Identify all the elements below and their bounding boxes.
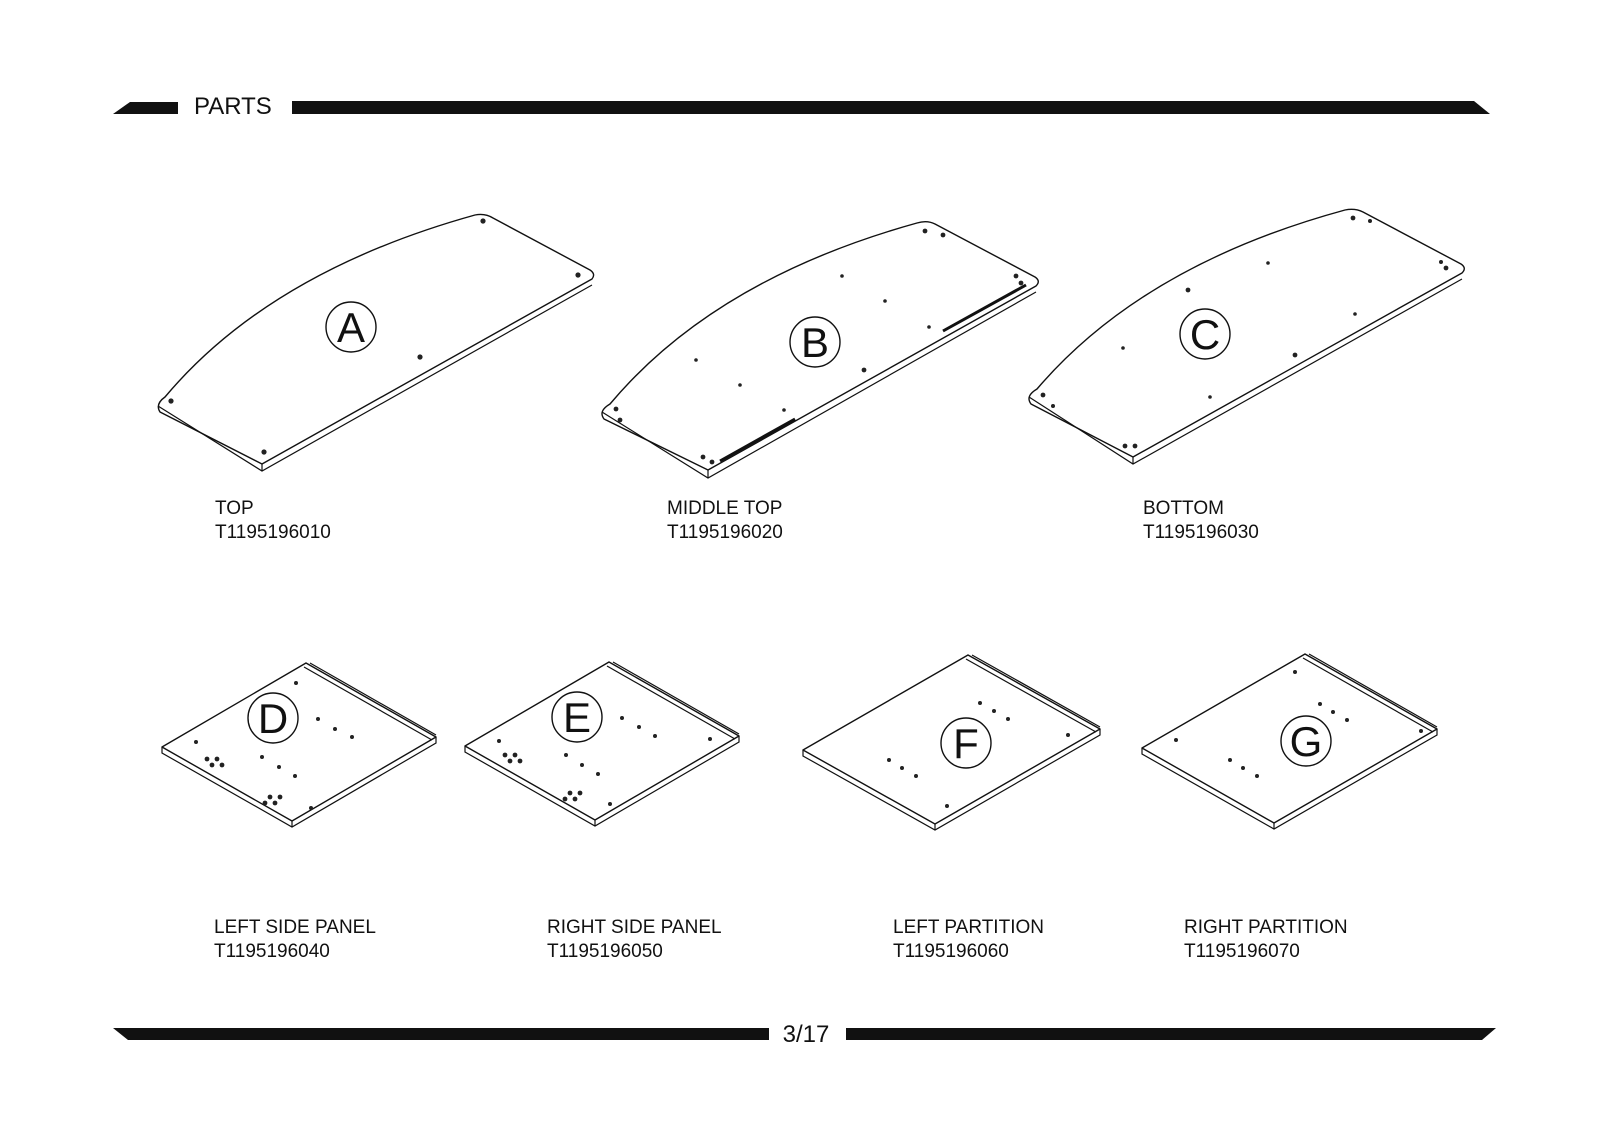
part-d-drawing: D — [161, 662, 437, 828]
part-f-code: T1195196060 — [893, 941, 1009, 962]
part-g-code: T1195196070 — [1184, 941, 1300, 962]
part-e-label: RIGHT SIDE PANEL T1195196050 — [547, 916, 722, 964]
part-a-code: T1195196010 — [215, 522, 331, 543]
page-number: 3/17 — [782, 1021, 830, 1048]
part-a-drawing: A — [157, 213, 595, 472]
part-f-label: LEFT PARTITION T1195196060 — [893, 916, 1044, 964]
part-g-name: RIGHT PARTITION — [1184, 917, 1348, 938]
part-b-code: T1195196020 — [667, 522, 783, 543]
part-d-name: LEFT SIDE PANEL — [214, 917, 376, 938]
part-b-name: MIDDLE TOP — [667, 498, 783, 519]
part-a-badge: A — [337, 304, 365, 351]
part-c-name: BOTTOM — [1143, 498, 1224, 519]
part-e-drawing: E — [464, 661, 740, 827]
part-e-name: RIGHT SIDE PANEL — [547, 917, 722, 938]
part-b-badge: B — [801, 319, 829, 366]
part-b-label: MIDDLE TOP T1195196020 — [667, 497, 783, 545]
part-g-label: RIGHT PARTITION T1195196070 — [1184, 916, 1348, 964]
part-c-badge: C — [1190, 311, 1220, 358]
part-c-label: BOTTOM T1195196030 — [1143, 497, 1259, 545]
part-e-badge: E — [563, 694, 591, 741]
part-f-name: LEFT PARTITION — [893, 917, 1044, 938]
part-a-name: TOP — [215, 498, 254, 519]
page-title: PARTS — [194, 93, 272, 120]
part-g-badge: G — [1290, 718, 1323, 765]
part-e-code: T1195196050 — [547, 941, 663, 962]
part-d-label: LEFT SIDE PANEL T1195196040 — [214, 916, 376, 964]
part-c-code: T1195196030 — [1143, 522, 1259, 543]
part-a-label: TOP T1195196010 — [215, 497, 331, 545]
part-f-badge: F — [953, 720, 979, 767]
part-d-code: T1195196040 — [214, 941, 330, 962]
part-g-drawing: G — [1141, 653, 1438, 830]
part-c-drawing: C — [1028, 208, 1465, 465]
part-f-drawing: F — [802, 654, 1101, 831]
part-b-drawing: B — [601, 221, 1039, 479]
part-d-badge: D — [258, 695, 288, 742]
